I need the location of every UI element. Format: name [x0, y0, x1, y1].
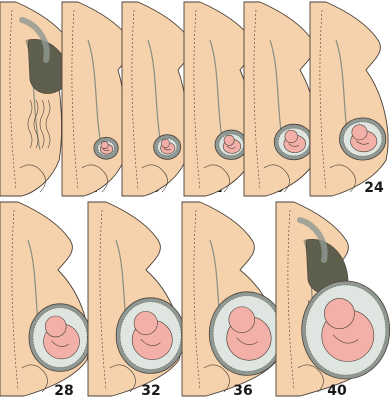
- stage-panel-week-24: 24: [310, 2, 388, 196]
- stage-panel-week-32: 32: [88, 202, 185, 399]
- stage-panel-week-28: 28: [0, 202, 91, 399]
- fetus-head: [285, 130, 298, 143]
- fetus-head: [161, 139, 169, 147]
- fetus-head: [324, 298, 354, 328]
- week-label-32: 32: [141, 383, 160, 399]
- fetus-head: [352, 125, 367, 140]
- week-label-40: 40: [327, 383, 347, 399]
- stage-panel-week-36: 36: [182, 202, 285, 399]
- stage-panel-week-40: 40: [276, 202, 390, 399]
- week-label-36: 36: [233, 383, 252, 399]
- fetus-head: [101, 141, 108, 148]
- fetus-head: [224, 135, 234, 145]
- body-silhouette: [310, 2, 388, 196]
- week-label-24: 24: [364, 180, 384, 196]
- fetus-head: [229, 307, 255, 333]
- fetus-head: [45, 316, 66, 337]
- week-label-28: 28: [54, 383, 73, 399]
- fetus-head: [134, 311, 157, 334]
